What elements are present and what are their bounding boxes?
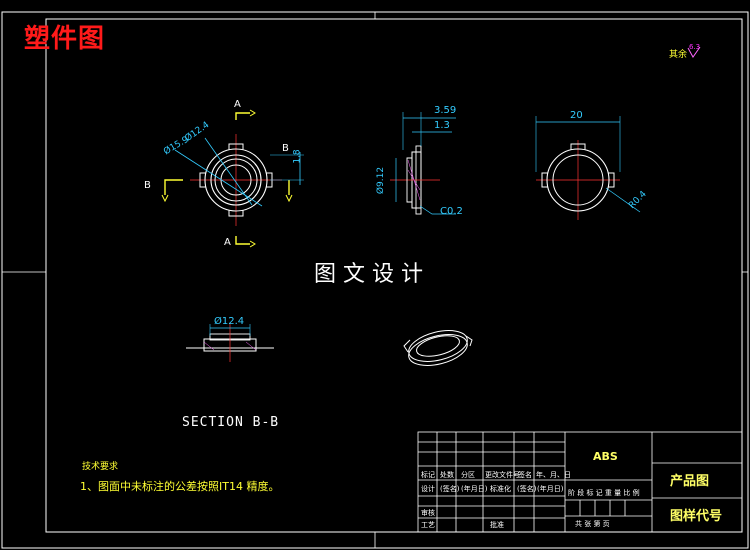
view-label-b-left: B	[144, 180, 151, 191]
front-view	[161, 109, 304, 248]
dim-w20: 20	[570, 110, 583, 121]
dim-section-d12-4: Ø12.4	[214, 316, 245, 327]
tb-material: ABS	[593, 450, 618, 463]
tb-zone: 分区	[461, 471, 475, 479]
tech-requirements-heading: 技术要求	[82, 462, 119, 472]
dim-w1-3: 1.3	[434, 120, 450, 131]
title-block	[417, 431, 743, 533]
side-view	[390, 112, 456, 215]
dim-c0-2: C0.2	[440, 206, 463, 217]
tb-stage-row: 阶 段 标 记 重 量 比 例	[568, 489, 640, 497]
tb-drawing-code: 图样代号	[670, 509, 723, 524]
drawing-title: 塑件图	[24, 24, 106, 54]
tb-mark: 标记	[421, 471, 435, 479]
tb-count: 处数	[440, 471, 454, 479]
tb-sign: 签名	[518, 471, 532, 479]
isometric-view	[403, 330, 473, 366]
dim-h1-8: 1.8	[292, 149, 303, 164]
inner-border	[45, 18, 743, 533]
tb-sheet-row: 共 张 第 页	[575, 520, 610, 528]
tb-date: 年、月、日	[536, 471, 571, 479]
back-view	[535, 116, 641, 220]
tb-standard: 标准化	[490, 485, 511, 493]
view-label-b-right: B	[282, 143, 289, 154]
tb-design-sign: (签名)	[440, 485, 460, 493]
tb-review: 审核	[421, 509, 435, 517]
tech-requirement-item: 1、图面中未标注的公差按照IT14 精度。	[80, 480, 280, 493]
roughness-label: 其余	[669, 50, 688, 60]
view-label-a-bottom: A	[224, 237, 231, 248]
tb-design: 设计	[421, 485, 435, 493]
tb-approve: 批准	[490, 521, 504, 529]
tb-change-doc: 更改文件号	[485, 471, 520, 479]
tb-drawing-type: 产品图	[670, 474, 710, 489]
tb-standard-sign: (签名)	[517, 485, 537, 493]
section-b-b-view	[186, 324, 274, 362]
section-label: SECTION B-B	[182, 415, 280, 430]
dim-d9-12: Ø9.12	[376, 166, 387, 195]
roughness-symbol-icon	[687, 46, 701, 58]
tb-process: 工艺	[421, 521, 435, 529]
tb-design-date: (年月日)	[461, 485, 488, 493]
tb-standard-date: (年月日)	[537, 485, 564, 493]
roughness-value: 6.3	[689, 43, 701, 51]
view-label-a-top: A	[234, 99, 241, 110]
watermark-title: 图文设计	[314, 262, 431, 287]
dim-w3-59: 3.59	[434, 105, 457, 116]
